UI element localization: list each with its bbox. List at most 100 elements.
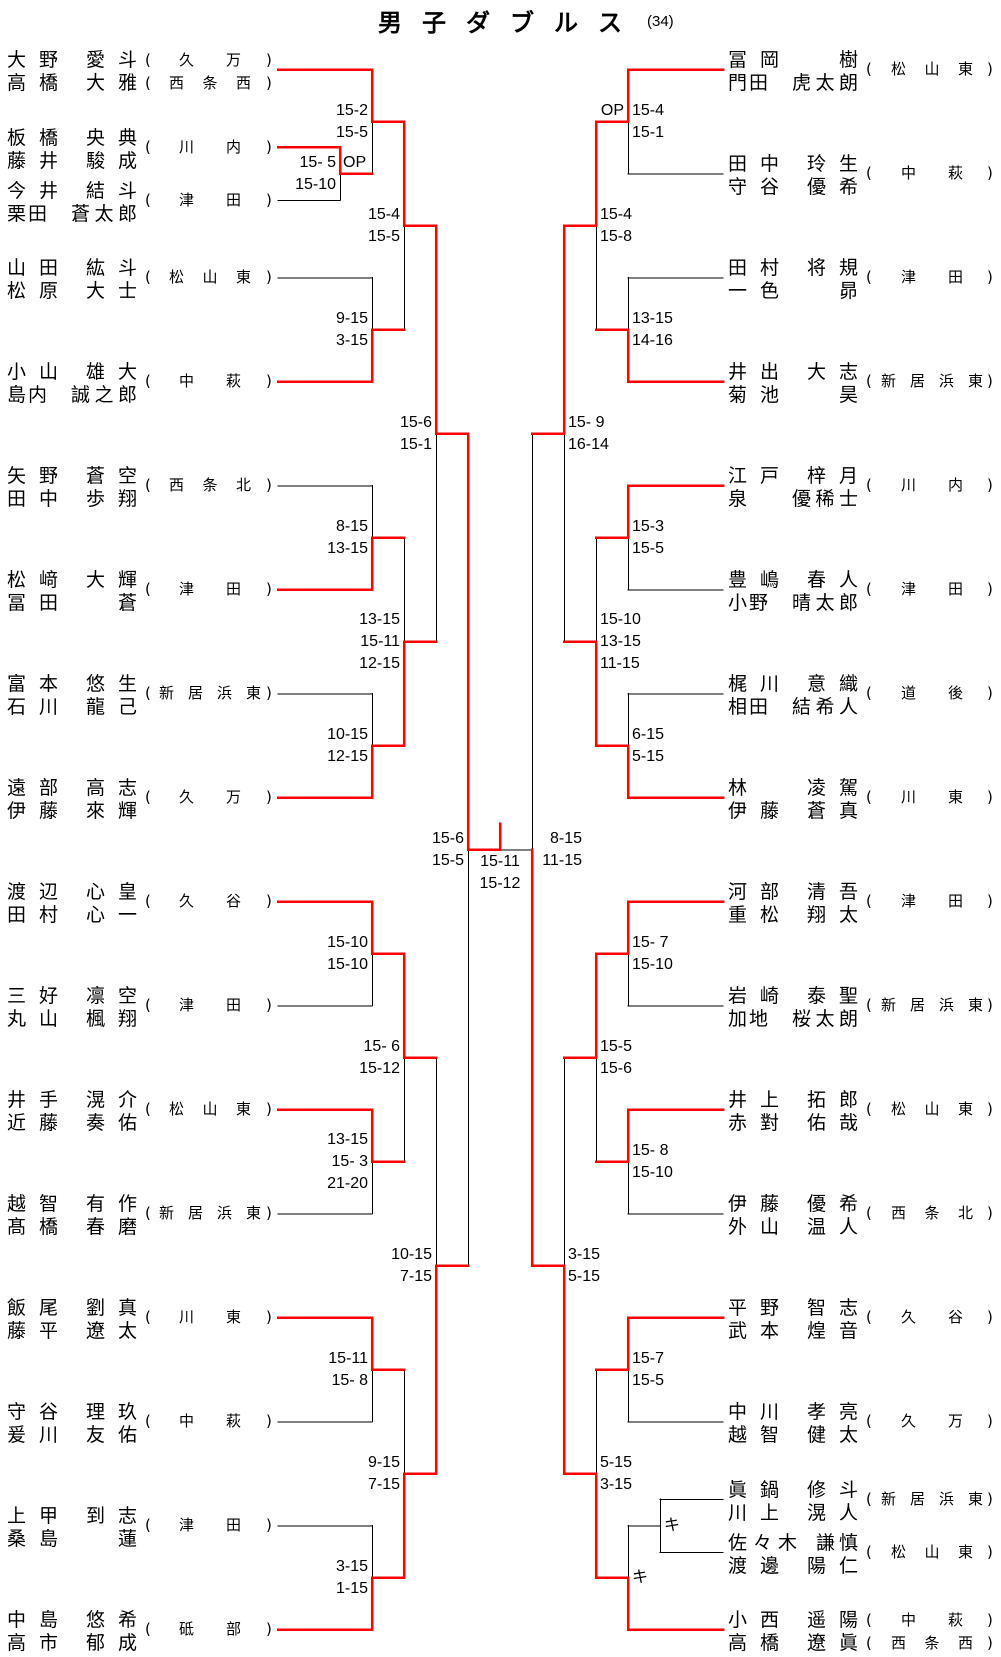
school-paren-close: )	[987, 60, 993, 78]
score-line: 8-15	[549, 829, 582, 847]
match-scores: キ	[664, 1515, 764, 1537]
score-line: 15- 8	[632, 1141, 669, 1159]
player-name: 赤對佑哉	[728, 1112, 858, 1135]
school-name: 津田	[179, 1516, 241, 1534]
family-name: 赤對	[728, 1112, 779, 1134]
family-name: 豊嶋	[728, 569, 779, 591]
player-name: 爰川友佑	[7, 1424, 137, 1447]
match-scores: キ	[632, 1567, 732, 1589]
school-name: 新居浜東	[159, 684, 261, 702]
given-name: 結希人	[792, 696, 858, 718]
family-name: 渡辺	[7, 881, 58, 903]
score-line: 15-1	[632, 123, 665, 141]
score-line: 15-3	[632, 517, 665, 535]
family-name: 外山	[728, 1216, 779, 1238]
given-name: 大雅	[86, 72, 137, 94]
player-name: 小西遥陽	[728, 1609, 858, 1632]
given-name: 泰聖	[807, 985, 858, 1007]
school-name: 久万	[179, 51, 241, 69]
given-name: 虎太朗	[792, 72, 858, 94]
school-paren-open: (	[866, 1308, 872, 1326]
school-paren-open: (	[866, 476, 872, 494]
family-name: 板橋	[7, 126, 58, 149]
school-paren-open: (	[145, 996, 151, 1014]
player-name: 一色昴	[728, 280, 858, 303]
given-name: 梓月	[807, 465, 858, 487]
family-name: 大野	[7, 49, 58, 71]
player-name: 佐々木謙慎	[728, 1532, 858, 1555]
school-name: 西条北	[169, 476, 251, 494]
score-line: 15-7	[632, 1349, 665, 1367]
school-paren-close: )	[266, 476, 272, 494]
school-name: 西条西	[891, 1634, 973, 1652]
player-name: 河部清吾	[728, 881, 858, 904]
score-line: 10-15	[391, 1245, 432, 1263]
player-name: 石川龍己	[7, 696, 137, 719]
family-name: 越智	[7, 1193, 58, 1215]
score-line: 12-15	[359, 654, 400, 672]
family-name: 田村	[7, 904, 58, 926]
school-name: 道後	[901, 684, 963, 702]
school-paren-open: (	[145, 892, 151, 910]
school-paren-close: )	[987, 268, 993, 286]
school-paren-open: (	[866, 1100, 872, 1118]
player-name: 藤平遼太	[7, 1320, 137, 1343]
player-name: 高市郁成	[7, 1632, 137, 1655]
family-name: 武本	[728, 1320, 779, 1342]
player-name: 越智健太	[728, 1424, 858, 1447]
given-name: 凛空	[86, 985, 137, 1007]
school-name: 川内	[179, 137, 241, 156]
given-name: 雄大	[86, 361, 137, 383]
score-line: 15-11	[360, 632, 400, 650]
school-paren-open: (	[866, 788, 872, 806]
score-line: 15-6	[399, 413, 432, 431]
score-line: キ	[664, 1516, 681, 1534]
player-name: 渡辺心皇	[7, 881, 137, 904]
family-name: 加地	[728, 1008, 768, 1030]
score-line: 15-8	[600, 227, 633, 245]
given-name: 高志	[86, 777, 137, 799]
school-paren-close: )	[987, 1542, 993, 1561]
given-name: 翔太	[807, 904, 858, 926]
school-paren-close: )	[987, 580, 993, 598]
family-name: 伊藤	[728, 800, 779, 822]
family-name: 重松	[728, 904, 779, 926]
school-paren-close: )	[266, 1516, 272, 1534]
player-name: 伊藤來輝	[7, 800, 137, 823]
family-name: 桑島	[7, 1528, 58, 1550]
school-paren-close: )	[266, 137, 272, 156]
school-paren-close: )	[987, 476, 993, 494]
score-line: 15-5	[431, 851, 464, 869]
player-name: 伊藤蒼真	[728, 800, 858, 823]
player-name: 門田虎太朗	[728, 72, 858, 95]
family-name: 河部	[728, 881, 779, 903]
player-name: 相田結希人	[728, 696, 858, 719]
school-name: 久谷	[901, 1308, 963, 1326]
school-name: 久谷	[179, 892, 241, 910]
player-name: 加地 桜太朗	[728, 1008, 858, 1031]
family-name: 高橋	[7, 72, 58, 94]
school-name: 新居浜東	[881, 372, 983, 390]
family-name: 佐々木	[728, 1531, 797, 1554]
school-paren-open: (	[145, 1412, 151, 1430]
given-name: 桜太朗	[792, 1008, 858, 1030]
match-note: OP	[343, 153, 367, 171]
school-paren-close: )	[266, 892, 272, 910]
player-name: 眞鍋修斗	[728, 1479, 858, 1502]
given-name: 優希	[807, 176, 858, 198]
score-line: 6-15	[632, 725, 665, 743]
given-name: 有作	[86, 1193, 137, 1215]
score-line: 15-12	[359, 1059, 400, 1077]
score-line: 15-12	[479, 874, 521, 892]
score-line: 15-5	[335, 123, 368, 141]
given-name: 謙慎	[816, 1531, 858, 1554]
given-name: 悠希	[86, 1609, 137, 1631]
